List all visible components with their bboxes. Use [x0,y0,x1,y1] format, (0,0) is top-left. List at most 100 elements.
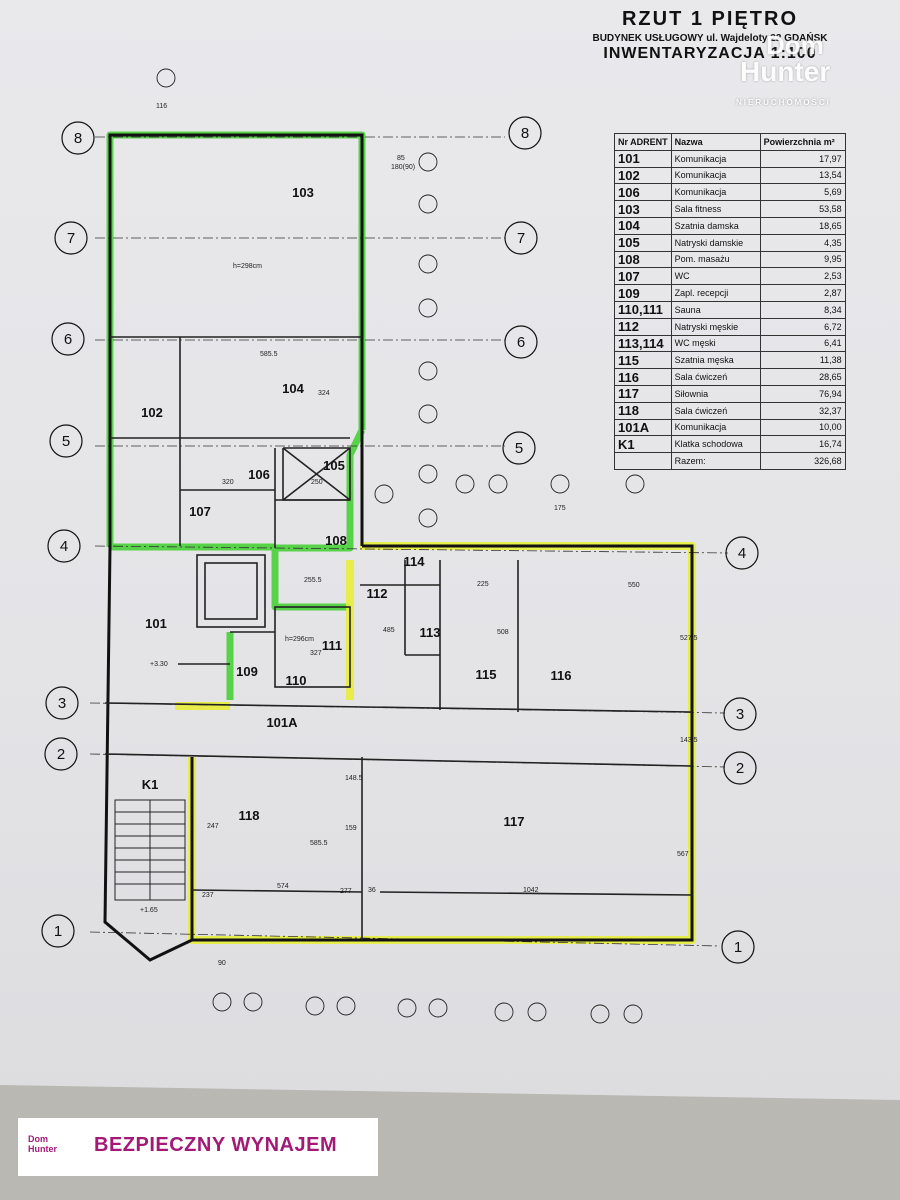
room-number: 101 [614,149,672,168]
room-area: 17,97 [759,149,846,168]
room-name: WC [670,267,761,286]
axis-5-right: 5 [515,440,523,457]
floor-plan: 8 8 7 7 6 6 5 5 4 4 3 3 2 2 1 1 103 104 … [41,68,759,1024]
dim-36: 36 [368,887,376,894]
room-number: 102 [614,166,672,185]
dim-574: 574 [277,883,289,890]
room-name: Szatnia damska [670,216,761,235]
height-298: h=298cm [233,263,262,270]
room-113: 113 [420,625,441,640]
room-number: 108 [614,250,672,269]
room-area: 6,41 [759,334,846,353]
room-108: 108 [325,533,347,548]
dim-237: 237 [202,892,214,899]
watermark-hunter: Hunter [740,56,831,87]
room-115: 115 [476,667,497,682]
dim-324: 324 [318,390,330,397]
room-area: 9,95 [759,250,846,269]
dim-550: 550 [628,582,640,589]
room-number: 113,114 [614,334,672,353]
table-sum-row: Razem:326,68 [614,452,846,470]
dim-1042: 1042 [523,887,539,894]
dim-327: 327 [310,650,322,657]
dim-116: 116 [156,103,167,110]
room-117: 117 [504,814,525,829]
room-111: 111 [322,638,342,653]
axis-2-left: 2 [57,746,65,763]
room-number: 118 [614,401,672,420]
room-area: 18,65 [759,216,846,235]
room-name: Zapl. recepcji [670,284,761,302]
height-296: h=296cm [285,636,314,643]
room-area: 11,38 [759,351,846,370]
sum-label: Razem: [670,452,761,470]
room-name: Komunikacja [670,183,761,202]
plan-title: RZUT 1 PIĘTRO [621,8,798,30]
table-header-row: Nr ADRENT Nazwa Powierzchnia m² [614,133,846,151]
dim-277: 277 [340,888,352,895]
room-118: 118 [239,808,260,823]
room-name: Siłownia [670,384,761,403]
dim-485: 485 [383,627,395,634]
dim-527-5: 527.5 [680,635,698,642]
room-number: 103 [614,200,672,218]
room-area: 32,37 [759,401,846,420]
axis-6-right: 6 [517,334,525,351]
sum-value: 326,68 [759,452,846,470]
room-110: 110 [286,673,307,688]
room-area: 13,54 [759,166,846,185]
dim-143-5: 143.5 [680,737,698,744]
dim-247: 247 [207,823,219,830]
room-101a: 101A [266,715,298,730]
col-area-header: Powierzchnia m² [759,133,846,151]
badge-text: BEZPIECZNY WYNAJEM [94,1134,338,1156]
level-3-30: +3.30 [150,661,168,668]
axis-1-right: 1 [734,939,742,956]
room-name: Natryski damskie [670,233,761,252]
room-name: Komunikacja [670,166,761,185]
room-number: 116 [614,368,672,386]
room-number: 115 [614,351,672,370]
room-number: 110,111 [614,300,672,319]
dim-567: 567 [677,851,689,858]
plan-scale: INWENTARYZACJA 1:100 [603,45,817,62]
room-104: 104 [282,381,304,396]
watermark-sub: NIERUCHOMOŚCI [736,98,831,107]
dim-255-5: 255.5 [304,577,322,584]
room-102: 102 [141,405,163,420]
dim-159: 159 [345,825,357,832]
room-109: 109 [236,664,258,679]
dim-225: 225 [477,581,489,588]
axis-7-right: 7 [517,230,525,247]
room-area: 76,94 [759,384,846,403]
room-area: 8,34 [759,300,846,319]
room-area: 10,00 [759,418,846,437]
title-block: RZUT 1 PIĘTRO BUDYNEK USŁUGOWY ul. Wajde… [560,8,860,63]
axis-3-left: 3 [58,695,66,712]
room-area: 53,58 [759,200,846,218]
room-area: 4,35 [759,233,846,252]
axis-2-right: 2 [736,760,744,777]
room-number: 107 [614,267,672,286]
dim-585-5: 585.5 [260,351,278,358]
room-name: Klatka schodowa [670,435,761,454]
level-1-65: +1.65 [140,907,158,914]
room-name: WC męski [670,334,761,353]
axis-7-left: 7 [67,230,75,247]
room-number: 112 [614,317,672,336]
room-name: Sauna [670,300,761,319]
